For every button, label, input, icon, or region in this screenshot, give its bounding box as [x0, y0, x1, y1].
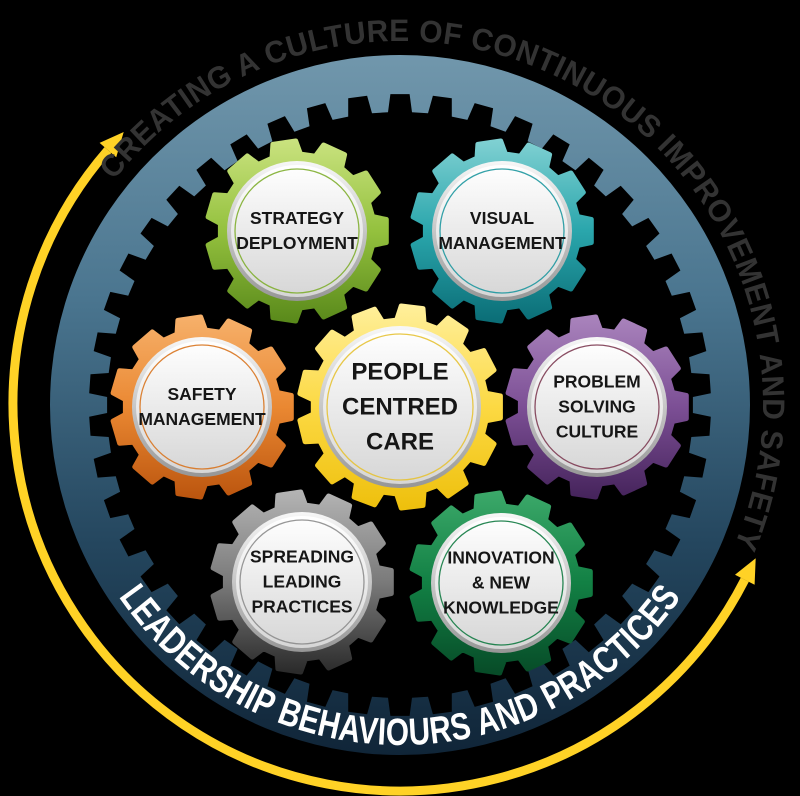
cycle-arrow-head-top-left [99, 132, 124, 158]
gear-accent-ring [139, 344, 265, 470]
gear-face [136, 341, 268, 473]
gear-face [435, 517, 567, 649]
gear-accent-ring [234, 168, 360, 294]
gear-accent-ring [326, 333, 474, 481]
gear-face [236, 516, 368, 648]
gear-face [436, 165, 568, 297]
gear-face [231, 165, 363, 297]
gear-face [323, 330, 477, 484]
gear-accent-ring [534, 344, 660, 470]
cycle-arrow-arc [8, 147, 749, 796]
cycle-arrow [8, 132, 756, 796]
cycle-arrow-head-bottom-right [735, 558, 756, 585]
gear-face [531, 341, 663, 473]
gear-accent-ring [439, 168, 565, 294]
gear-accent-ring [438, 520, 564, 646]
gear-accent-ring [239, 519, 365, 645]
